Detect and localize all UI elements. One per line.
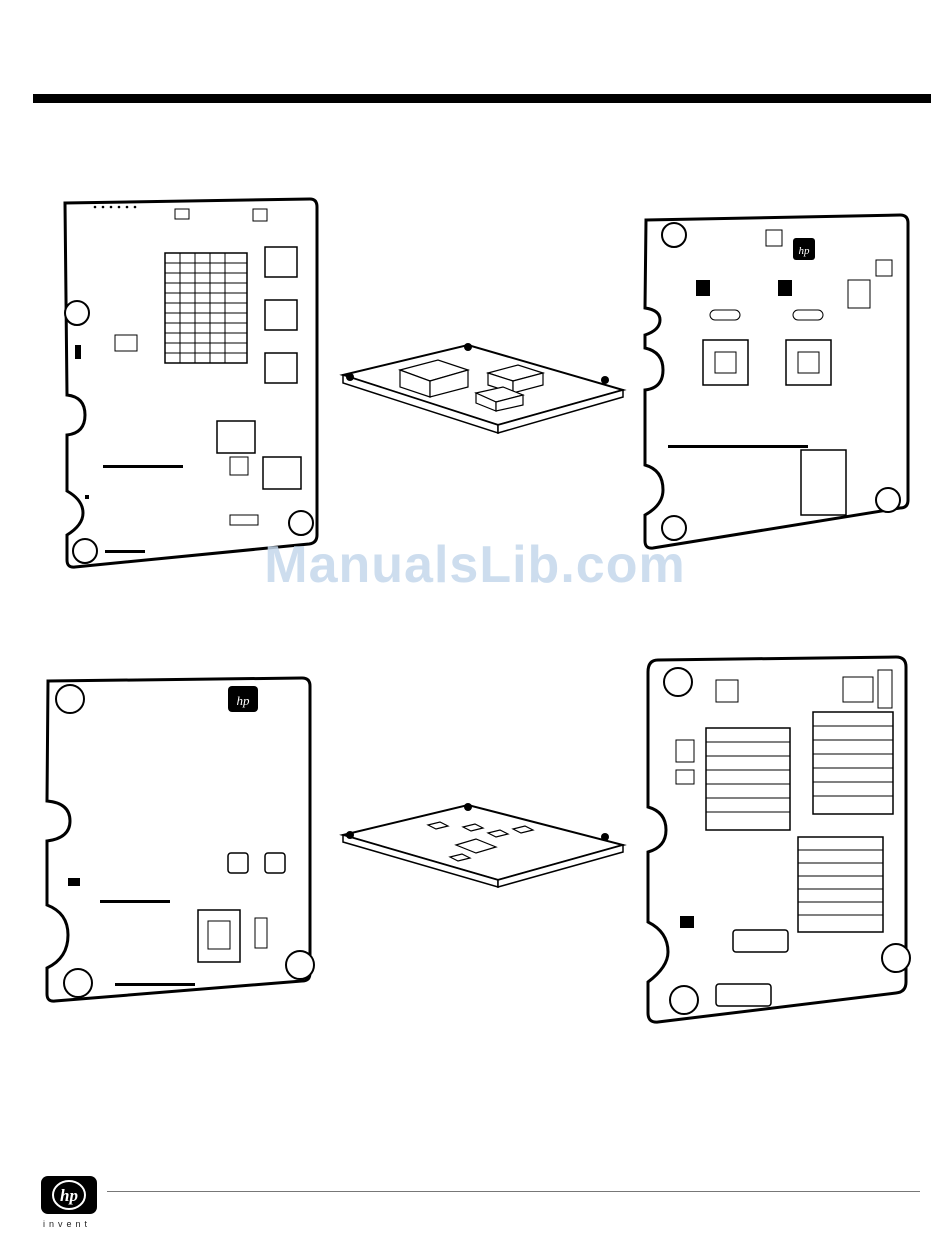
board-perspective-bottom-center [338, 795, 628, 895]
header-rule [33, 94, 931, 103]
board-illustration-top-left [55, 195, 325, 575]
board-illustration-bottom-right [638, 652, 913, 1030]
board-illustration-bottom-left: hp [40, 673, 315, 1008]
brand-tagline: invent [43, 1219, 91, 1229]
logo-text: hp [60, 1186, 78, 1205]
svg-text:hp: hp [237, 693, 251, 708]
hp-logo-icon: hp [40, 1175, 98, 1215]
board-perspective-top-center [338, 335, 628, 435]
board-illustration-top-right: hp [638, 210, 913, 555]
footer-rule [107, 1191, 920, 1192]
svg-text:hp: hp [799, 245, 811, 257]
watermark-text: ManualsLib.com [0, 535, 950, 595]
